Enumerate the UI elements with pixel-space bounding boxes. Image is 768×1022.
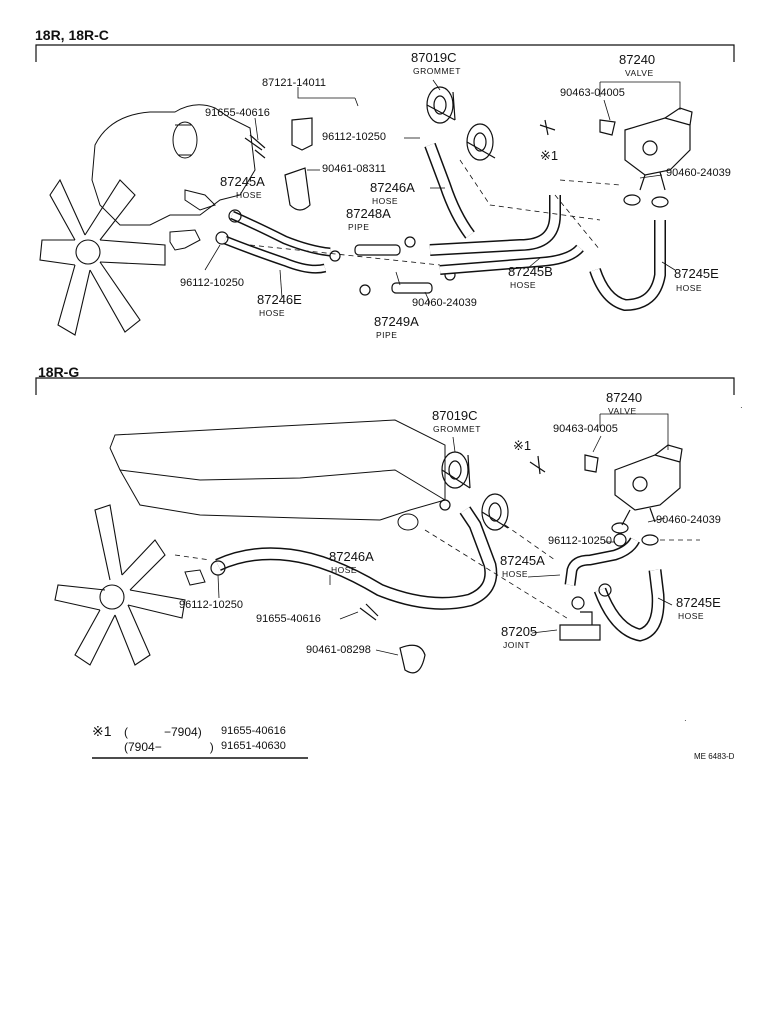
label-87245a-top: 87245A: [220, 174, 265, 189]
diagram-code: ME 6483-D: [694, 752, 735, 761]
svg-text:·: ·: [740, 403, 743, 412]
sub-hose-87245e-top: HOSE: [676, 283, 703, 293]
section-title-bottom: 18R-G: [38, 364, 80, 380]
label-87240-top: 87240: [619, 52, 656, 67]
sub-valve-bottom: VALVE: [608, 406, 637, 416]
label-87245e-bottom: 87245E: [676, 595, 721, 610]
footnote-row1-range: ( −7904): [124, 725, 202, 739]
label-96112-10250-bottom-b: 96112-10250: [179, 599, 244, 611]
bottom-section-frame: [35, 377, 735, 395]
label-96112-10250-top-b: 96112-10250: [180, 277, 245, 289]
label-87246e-top: 87246E: [257, 292, 302, 307]
sub-hose-87245a-bottom: HOSE: [502, 569, 529, 579]
top-section-frame: [35, 44, 735, 62]
label-87240-bottom: 87240: [606, 390, 643, 405]
sub-hose-87246a-bottom: HOSE: [331, 565, 358, 575]
label-87245a-bottom: 87245A: [500, 553, 545, 568]
footnote-mark: ※1: [92, 723, 112, 739]
footnote-row1-part: 91655-40616: [221, 725, 286, 737]
ref-mark-1-top: ※1: [540, 148, 559, 163]
clamp-90461-top: [284, 167, 311, 211]
sub-hose-87245b-top: HOSE: [510, 280, 537, 290]
label-87019c-top: 87019C: [411, 50, 457, 65]
fan-bottom: [54, 504, 186, 666]
sub-grommet-top: GROMMET: [413, 66, 461, 76]
label-96112-10250-bottom-a: 96112-10250: [548, 535, 613, 547]
label-87246a-top: 87246A: [370, 180, 415, 195]
valve-top: [623, 107, 693, 208]
footnote-row2-range: (7904− ): [124, 740, 214, 754]
label-96112-10250-top-a: 96112-10250: [322, 131, 387, 143]
sub-grommet-bottom: GROMMET: [433, 424, 481, 434]
footnote-row2-part: 91651-40630: [221, 740, 286, 752]
grommet-top: [426, 86, 496, 161]
ref-mark-1-bottom: ※1: [513, 438, 532, 453]
label-87245b-top: 87245B: [508, 264, 553, 279]
sub-hose-87246e-top: HOSE: [259, 308, 286, 318]
label-87248a: 87248A: [346, 206, 391, 221]
svg-text:·: ·: [684, 716, 687, 725]
label-87019c-bottom: 87019C: [432, 408, 478, 423]
label-87205: 87205: [501, 624, 538, 639]
label-91655-40616-bottom: 91655-40616: [256, 613, 321, 625]
sub-pipe-87248a: PIPE: [348, 222, 370, 232]
section-title-top: 18R, 18R-C: [35, 27, 109, 43]
label-87249a: 87249A: [374, 314, 419, 329]
joint-87205: [559, 611, 601, 641]
engine-outline-top: [91, 104, 256, 226]
fan-top: [39, 178, 166, 336]
label-90460-24039-top-b: 90460-24039: [412, 297, 477, 309]
grommet-bottom: [441, 451, 509, 531]
label-90460-24039-top-a: 90460-24039: [666, 167, 731, 179]
label-87121-14011: 87121-14011: [262, 77, 327, 89]
sub-pipe-87249a: PIPE: [376, 330, 398, 340]
clamp-90461-bottom: [399, 644, 426, 674]
sub-valve-top: VALVE: [625, 68, 654, 78]
valve-bottom: [611, 444, 683, 546]
engine-outline-bottom: [109, 419, 446, 521]
label-91655-40616-top: 91655-40616: [205, 107, 270, 119]
label-87245e-top: 87245E: [674, 266, 719, 281]
label-90463-04005-bottom: 90463-04005: [553, 423, 618, 435]
label-90461-08298: 90461-08298: [306, 644, 371, 656]
bracket-87121: [291, 117, 313, 151]
label-90463-04005-top: 90463-04005: [560, 87, 625, 99]
sub-joint-87205: JOINT: [503, 640, 531, 650]
label-90460-24039-bottom: 90460-24039: [656, 514, 721, 526]
sub-hose-87245e-bottom: HOSE: [678, 611, 705, 621]
sub-hose-87246a-top: HOSE: [372, 196, 399, 206]
label-90461-08311: 90461-08311: [322, 163, 387, 175]
label-87246a-bottom: 87246A: [329, 549, 374, 564]
sub-hose-87245a-top: HOSE: [236, 190, 263, 200]
